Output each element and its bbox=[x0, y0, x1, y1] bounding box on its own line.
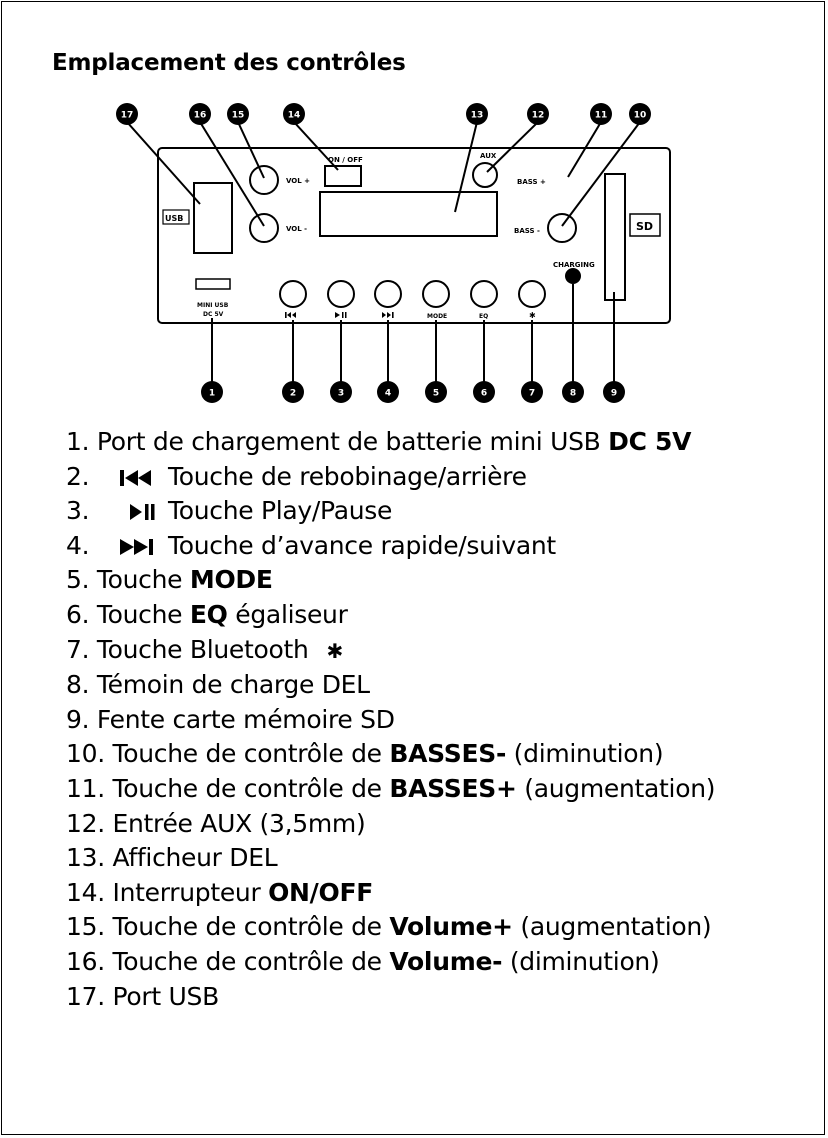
list-item-4: 4.Touche d’avance rapide/suivant bbox=[66, 530, 556, 560]
callout-2: 2 bbox=[290, 389, 296, 399]
fast-forward-icon bbox=[120, 537, 164, 557]
callout-9: 9 bbox=[611, 389, 617, 399]
list-item-11: 11. Touche de contrôle de BASSES+ (augme… bbox=[66, 773, 716, 803]
play-pause-icon bbox=[335, 312, 347, 318]
mode-button-label: MODE bbox=[427, 313, 447, 320]
eq-button-label: EQ bbox=[479, 313, 488, 320]
rewind-button[interactable] bbox=[279, 280, 307, 308]
callout-6: 6 bbox=[481, 389, 487, 399]
callout-17: 17 bbox=[121, 111, 134, 121]
callout-7: 7 bbox=[529, 389, 535, 399]
usb-port bbox=[193, 182, 233, 254]
callout-11: 11 bbox=[595, 111, 608, 121]
callout-13: 13 bbox=[471, 111, 484, 121]
sd-tag-label: SD bbox=[636, 220, 653, 233]
list-item-3: 3.Touche Play/Pause bbox=[66, 496, 393, 526]
list-item-16: 16. Touche de contrôle de Volume- (dimin… bbox=[66, 946, 660, 976]
on-off-label: ON / OFF bbox=[328, 156, 363, 164]
list-item-1: 1. Port de chargement de batterie mini U… bbox=[66, 427, 692, 456]
list-item-8: 8. Témoin de charge DEL bbox=[66, 670, 370, 700]
charging-label: CHARGING bbox=[553, 261, 595, 269]
callout-1: 1 bbox=[209, 389, 215, 399]
list-item-15: 15. Touche de contrôle de Volume+ (augme… bbox=[66, 912, 712, 942]
callout-14: 14 bbox=[288, 111, 301, 121]
list-item-14: 14. Interrupteur ON/OFF bbox=[66, 877, 374, 907]
rewind-icon bbox=[285, 312, 296, 318]
list-item-7: 7. Touche Bluetooth✱ bbox=[66, 633, 715, 669]
bluetooth-icon: ✱ bbox=[529, 311, 536, 320]
on-off-switch[interactable] bbox=[324, 165, 362, 187]
list-item-10: 10. Touche de contrôle de BASSES- (dimin… bbox=[66, 739, 664, 769]
list-item-5: 5. Touche MODE bbox=[66, 565, 273, 595]
sd-tag bbox=[629, 213, 661, 237]
usb-tag bbox=[162, 209, 190, 225]
control-panel-diagram: USB VOL + VOL - ON / OFF AUX BASS + BASS… bbox=[116, 103, 671, 403]
play-pause-icon bbox=[120, 502, 164, 522]
aux-label: AUX bbox=[480, 152, 497, 160]
list-item-13: 13. Afficheur DEL bbox=[66, 843, 278, 873]
sd-card-slot[interactable] bbox=[604, 173, 626, 301]
list-item-12: 12. Entrée AUX (3,5mm) bbox=[66, 808, 366, 838]
callout-15: 15 bbox=[232, 111, 245, 121]
mini-usb-port bbox=[195, 278, 231, 290]
list-item-17: 17. Port USB bbox=[66, 981, 219, 1011]
play-pause-button[interactable] bbox=[327, 280, 355, 308]
dc5v-label: DC 5V bbox=[203, 311, 224, 318]
callout-4: 4 bbox=[385, 389, 391, 399]
list-item-6: 6. Touche EQ égaliseur bbox=[66, 599, 348, 629]
vol-plus-button[interactable] bbox=[249, 165, 279, 195]
forward-icon bbox=[382, 312, 394, 318]
bluetooth-button[interactable] bbox=[518, 280, 546, 308]
bluetooth-icon: ✱ bbox=[326, 638, 344, 663]
charging-led bbox=[565, 268, 581, 284]
led-display bbox=[319, 191, 498, 237]
page-title: Emplacement des contrôles bbox=[52, 50, 406, 76]
callout-badges: 17 16 15 14 13 12 11 10 1 2 3 4 5 6 7 8 … bbox=[116, 103, 651, 403]
usb-tag-label: USB bbox=[165, 214, 183, 223]
rewind-icon bbox=[120, 468, 164, 488]
mini-usb-label: MINI USB bbox=[197, 302, 229, 309]
vol-minus-label: VOL - bbox=[286, 225, 307, 233]
vol-plus-label: VOL + bbox=[286, 177, 310, 185]
bass-minus-button[interactable] bbox=[547, 213, 577, 243]
callout-16: 16 bbox=[194, 111, 207, 121]
callout-12: 12 bbox=[532, 111, 545, 121]
bass-minus-label: BASS - bbox=[514, 227, 540, 235]
forward-button[interactable] bbox=[374, 280, 402, 308]
callout-8: 8 bbox=[570, 389, 576, 399]
list-item-2: 2.Touche de rebobinage/arrière bbox=[66, 461, 527, 491]
callout-5: 5 bbox=[433, 389, 439, 399]
bass-plus-label: BASS + bbox=[517, 178, 546, 186]
panel-outline bbox=[157, 147, 671, 324]
eq-button[interactable] bbox=[470, 280, 498, 308]
mode-button[interactable] bbox=[422, 280, 450, 308]
controls-list: 1. Port de chargement de batterie mini U… bbox=[66, 425, 715, 1014]
leader-lines bbox=[126, 121, 641, 382]
vol-minus-button[interactable] bbox=[249, 213, 279, 243]
callout-10: 10 bbox=[634, 111, 647, 121]
list-item-9: 9. Fente carte mémoire SD bbox=[66, 704, 395, 734]
callout-3: 3 bbox=[338, 389, 344, 399]
